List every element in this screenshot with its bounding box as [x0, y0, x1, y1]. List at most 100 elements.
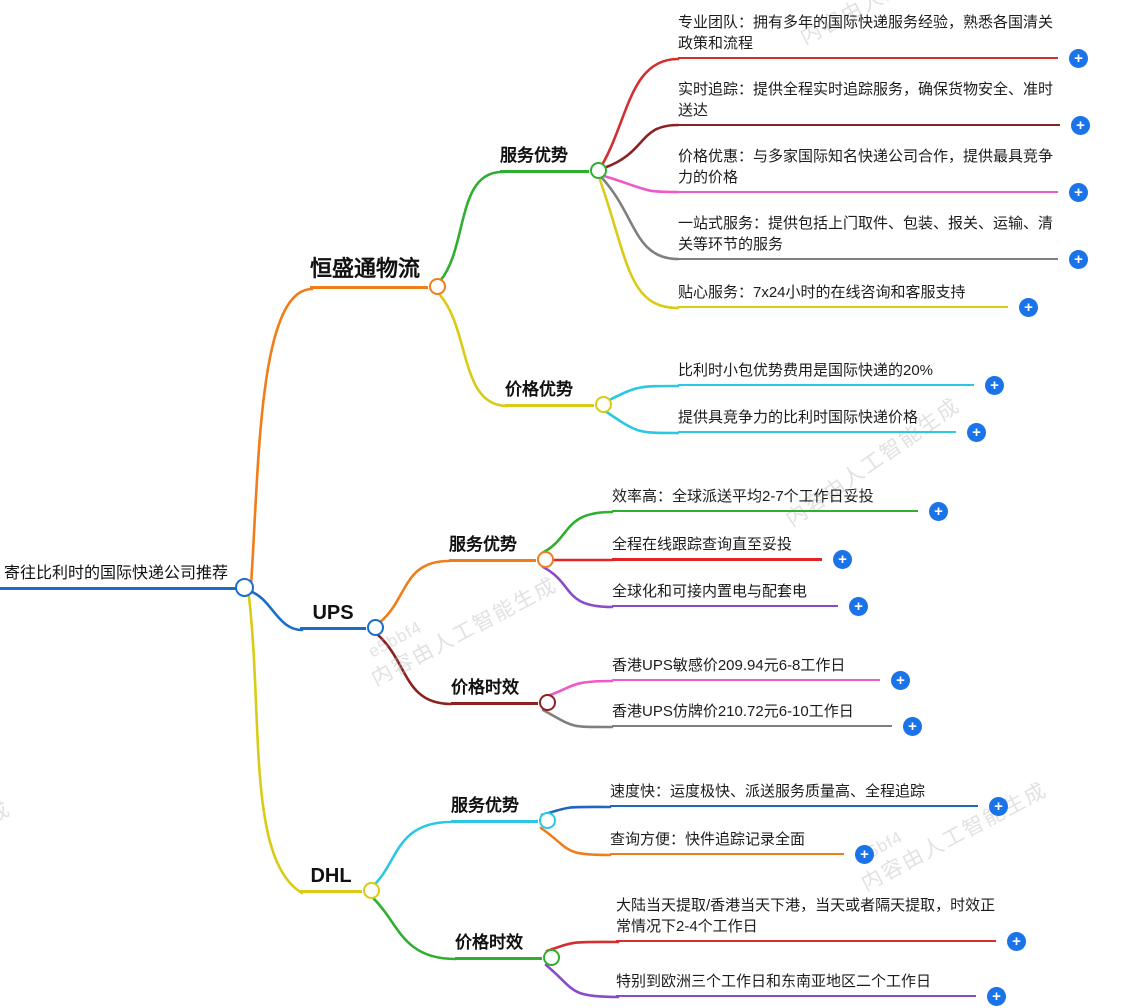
leaf-price-discount[interactable]: 价格优惠：与多家国际知名快递公司合作，提供最具竞争力的价格 + [678, 146, 1088, 202]
node-circle[interactable] [590, 162, 607, 179]
watermark-text: 成 [0, 797, 15, 829]
plus-icon[interactable]: + [1071, 116, 1090, 135]
node-circle[interactable] [595, 396, 612, 413]
leaf-text: 特别到欧洲三个工作日和东南亚地区二个工作日 [616, 973, 932, 990]
leaf-text: 比利时小包优势费用是国际快递的20% [678, 362, 934, 379]
connector-ups-service [377, 559, 451, 625]
watermark: e5bbf4 内容由人工智能生成 [355, 549, 562, 692]
node-dhl-price-time[interactable]: 价格时效 [455, 932, 560, 966]
plus-icon[interactable]: + [985, 376, 1004, 395]
node-ups-service-advantage[interactable]: 服务优势 [449, 534, 554, 568]
connector-hst-srv-leaf1 [600, 57, 680, 167]
leaf-text: 香港UPS敏感价209.94元6-8工作日 [612, 657, 846, 674]
watermark-code: a6bf4 [855, 827, 907, 867]
connector-ups-srv-leaf3 [541, 565, 614, 609]
leaf-text: 提供具竞争力的比利时国际快递价格 [678, 409, 919, 426]
connector-root-hengshengtong [249, 287, 314, 587]
plus-icon[interactable]: + [891, 671, 910, 690]
watermark: a6bf4 内容由人工智能生成 [845, 754, 1052, 897]
node-label: 服务优势 [451, 796, 519, 815]
watermark: 成 [0, 796, 16, 830]
plus-icon[interactable]: + [903, 717, 922, 736]
plus-icon[interactable]: + [1007, 932, 1026, 951]
node-label: 价格时效 [455, 933, 523, 952]
leaf-competitive-price[interactable]: 提供具竞争力的比利时国际快递价格 + [678, 407, 986, 442]
node-ups[interactable]: UPS [300, 601, 384, 636]
connector-ups-price-leaf1 [542, 679, 614, 699]
node-circle[interactable] [543, 949, 560, 966]
node-circle[interactable] [429, 278, 446, 295]
leaf-globalization-battery[interactable]: 全球化和可接内置电与配套电 + [612, 581, 868, 616]
leaf-text: 价格优惠：与多家国际知名快递公司合作，提供最具竞争力的价格 [678, 148, 1054, 186]
node-hst-service-advantage[interactable]: 服务优势 [500, 145, 607, 179]
node-circle[interactable] [537, 551, 554, 568]
node-label: DHL [310, 865, 352, 887]
connector-ups-srv-leaf1 [540, 510, 614, 555]
leaf-easy-query[interactable]: 查询方便：快件追踪记录全面 + [610, 829, 874, 864]
plus-icon[interactable]: + [1019, 298, 1038, 317]
leaf-fast-speed[interactable]: 速度快：运度极快、派送服务质量高、全程追踪 + [610, 781, 1008, 816]
connector-dhl-service [372, 820, 453, 887]
leaf-europe-delivery[interactable]: 特别到欧洲三个工作日和东南亚地区二个工作日 + [616, 971, 1006, 1006]
connector-hst-service [438, 170, 504, 283]
connector-root-ups [250, 590, 304, 632]
leaf-realtime-tracking[interactable]: 实时追踪：提供全程实时追踪服务，确保货物安全、准时送达 + [678, 79, 1090, 135]
connector-hst-srv-leaf2 [602, 123, 680, 170]
leaf-hk-ups-sensitive[interactable]: 香港UPS敏感价209.94元6-8工作日 + [612, 655, 910, 690]
leaf-belgium-small-packet[interactable]: 比利时小包优势费用是国际快递的20% + [678, 360, 1004, 395]
leaf-professional-team[interactable]: 专业团队：拥有多年的国际快递服务经验，熟悉各国清关政策和流程 + [678, 12, 1088, 68]
node-circle[interactable] [367, 619, 384, 636]
connector-dhl-price-leaf2 [544, 963, 620, 999]
leaf-hk-ups-replica[interactable]: 香港UPS仿牌价210.72元6-10工作日 + [612, 701, 922, 736]
node-label: 服务优势 [449, 535, 517, 554]
leaf-text: 实时追踪：提供全程实时追踪服务，确保货物安全、准时送达 [678, 81, 1054, 119]
connector-ups-price [376, 633, 453, 706]
connector-hst-srv-leaf3 [602, 174, 680, 194]
leaf-text: 全球化和可接内置电与配套电 [612, 583, 808, 600]
root-node-circle[interactable] [235, 578, 254, 597]
connector-hst-price-leaf2 [603, 409, 680, 435]
node-circle[interactable] [539, 694, 556, 711]
leaf-online-tracking[interactable]: 全程在线跟踪查询直至妥投 + [612, 534, 852, 569]
node-hengshengtong[interactable]: 恒盛通物流 [310, 254, 446, 295]
leaf-one-stop-service[interactable]: 一站式服务：提供包括上门取件、包装、报关、运输、清关等环节的服务 + [678, 213, 1088, 269]
node-circle[interactable] [363, 882, 380, 899]
leaf-text: 贴心服务：7x24小时的在线咨询和客服支持 [678, 284, 966, 301]
plus-icon[interactable]: + [1069, 250, 1088, 269]
plus-icon[interactable]: + [987, 987, 1006, 1006]
plus-icon[interactable]: + [849, 597, 868, 616]
leaf-text: 一站式服务：提供包括上门取件、包装、报关、运输、清关等环节的服务 [678, 215, 1054, 253]
connector-hst-srv-leaf5 [598, 178, 680, 310]
node-ups-price-time[interactable]: 价格时效 [451, 677, 556, 711]
watermark-code: e5bbf4 [365, 617, 426, 662]
node-label: 服务优势 [500, 146, 568, 165]
leaf-high-efficiency[interactable]: 效率高：全球派送平均2-7个工作日妥投 + [612, 486, 948, 521]
root-node[interactable]: 寄往比利时的国际快递公司推荐 [0, 564, 254, 597]
leaf-text: 效率高：全球派送平均2-7个工作日妥投 [612, 488, 874, 505]
leaf-mainland-pickup[interactable]: 大陆当天提取/香港当天下港，当天或者隔天提取，时效正常情况下2-4个工作日 + [616, 895, 1026, 951]
leaf-considerate-service[interactable]: 贴心服务：7x24小时的在线咨询和客服支持 + [678, 282, 1038, 317]
plus-icon[interactable]: + [989, 797, 1008, 816]
connector-hst-srv-leaf4 [600, 176, 680, 261]
node-dhl-service-advantage[interactable]: 服务优势 [451, 795, 556, 829]
leaf-text: 香港UPS仿牌价210.72元6-10工作日 [612, 703, 854, 720]
plus-icon[interactable]: + [855, 845, 874, 864]
plus-icon[interactable]: + [833, 550, 852, 569]
node-hst-price-advantage[interactable]: 价格优势 [505, 379, 612, 413]
plus-icon[interactable]: + [1069, 49, 1088, 68]
root-label: 寄往比利时的国际快递公司推荐 [4, 565, 229, 582]
plus-icon[interactable]: + [929, 502, 948, 521]
plus-icon[interactable]: + [1069, 183, 1088, 202]
node-circle[interactable] [539, 812, 556, 829]
connector-ups-price-leaf2 [541, 708, 614, 729]
connector-dhl-price-leaf1 [545, 940, 620, 953]
leaf-text: 大陆当天提取/香港当天下港，当天或者隔天提取，时效正常情况下2-4个工作日 [616, 897, 996, 935]
plus-icon[interactable]: + [967, 423, 986, 442]
node-dhl[interactable]: DHL [300, 864, 380, 899]
leaf-text: 查询方便：快件追踪记录全面 [610, 831, 806, 848]
connector-dhl-price [372, 897, 457, 961]
node-label: 价格优势 [505, 380, 573, 399]
connector-dhl-srv-leaf2 [539, 826, 612, 857]
node-label: UPS [312, 602, 354, 624]
node-label: 价格时效 [451, 678, 519, 697]
